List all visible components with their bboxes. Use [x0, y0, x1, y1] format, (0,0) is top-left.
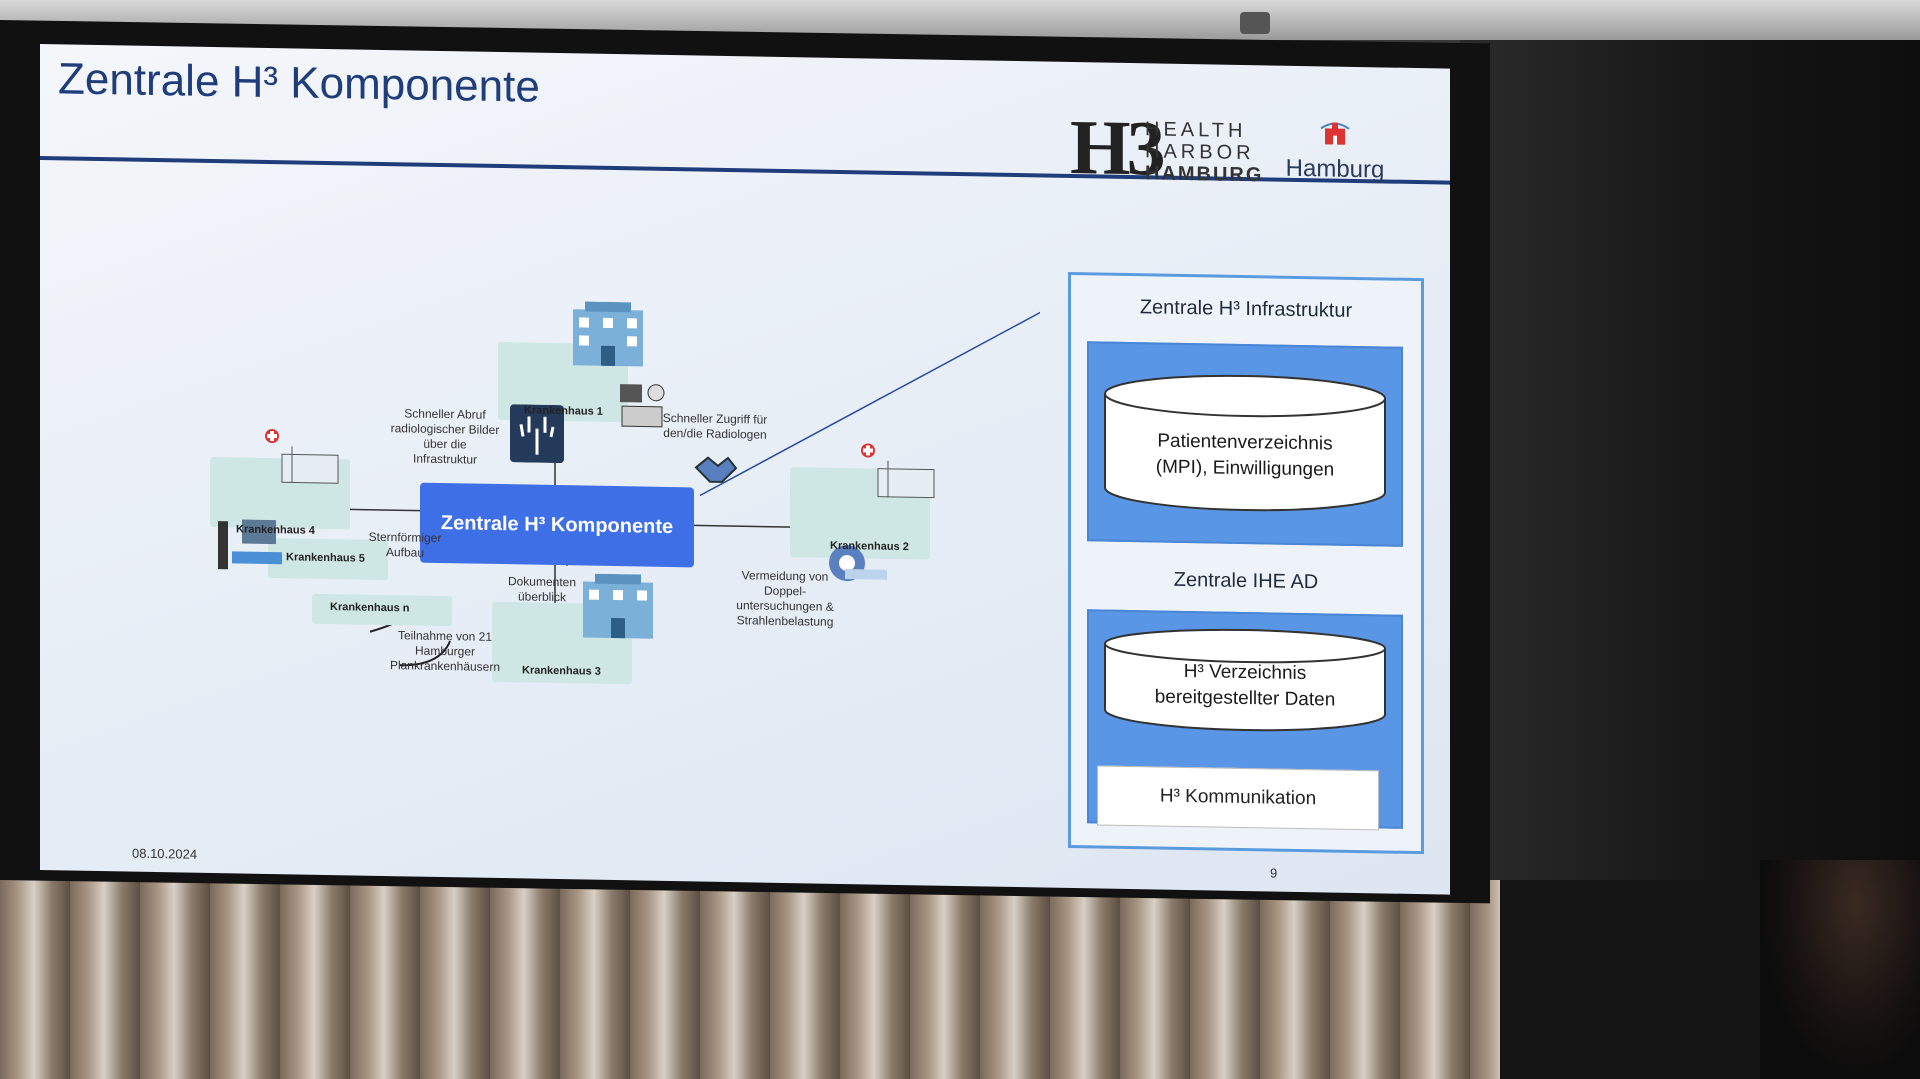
h3-logo-text: HEALTH HARBOR HAMBURG [1145, 118, 1263, 186]
central-component: Zentrale H³ Komponente [420, 482, 694, 568]
mri-scanner-icon [829, 545, 887, 582]
verzeichnis-label: H³ Verzeichnis bereitgestellter Daten [1154, 660, 1336, 711]
slide-page-number: 9 [1270, 865, 1278, 881]
slide: Zentrale H³ Komponente H3 HEALTH HARBOR … [40, 44, 1450, 895]
hamburg-logo: Hamburg [1265, 117, 1405, 184]
network-diagram: Zentrale H³ Komponente Krankenhaus 1 Kra… [40, 164, 1040, 861]
hospital-label-4: Krankenhaus 4 [236, 523, 315, 537]
logo-line-harbor: HARBOR [1145, 140, 1255, 165]
hospital-label-5: Krankenhaus 5 [286, 551, 365, 565]
note-teilnahme: Teilnahme von 21 Hamburger Plankrankenhä… [389, 628, 501, 675]
handshake-icon [694, 456, 738, 483]
hospital-building-icon [573, 301, 643, 367]
database-cylinder-icon [1104, 628, 1386, 732]
mpi-panel: Patientenverzeichnis (MPI), Einwilligung… [1087, 341, 1403, 547]
note-radiologenzugriff: Schneller Zugriff für den/die Radiologen [662, 410, 768, 442]
hospital-label-2: Krankenhaus 2 [830, 539, 909, 554]
note-dokumente: Dokumenten überblick [507, 574, 577, 605]
castle-icon [1320, 122, 1350, 145]
note-vermeidung: Vermeidung von Doppel- untersuchungen & … [736, 568, 834, 629]
city-name: Hamburg [1285, 154, 1385, 184]
note-bildabruf: Schneller Abruf radiologischer Bilder üb… [390, 406, 500, 467]
radiologist-icon [620, 384, 665, 428]
clinic-icon [861, 443, 935, 499]
ihe-panel: H³ Verzeichnis bereitgestellter Daten [1087, 609, 1403, 829]
slide-title: Zentrale H³ Komponente [58, 54, 540, 112]
hospital-label-n: Krankenhaus n [330, 601, 410, 615]
mpi-label: Patientenverzeichnis (MPI), Einwilligung… [1155, 430, 1335, 481]
logo-line-hamburg: HAMBURG [1145, 162, 1264, 187]
audience-member [1760, 860, 1920, 1079]
slide-date: 08.10.2024 [132, 845, 198, 862]
room-wall [1460, 40, 1920, 900]
infrastructure-box: Zentrale H³ Infrastruktur Patientenverze… [1068, 271, 1424, 855]
note-sternfoermig: Sternförmiger Aufbau [368, 529, 442, 560]
ceiling-fixture [1240, 12, 1270, 34]
hospital-building-icon [583, 573, 653, 639]
kommunikation-box: H³ Kommunikation [1097, 765, 1379, 831]
logo-line-health: HEALTH [1145, 118, 1247, 143]
clinic-icon [265, 429, 339, 484]
hospital-label-3: Krankenhaus 3 [522, 664, 601, 678]
ihe-title: Zentrale IHE AD [1173, 568, 1319, 594]
patient-monitor-icon [218, 519, 282, 570]
infrastructure-title: Zentrale H³ Infrastruktur [1139, 296, 1353, 322]
xray-hand-icon [510, 404, 564, 464]
database-cylinder-icon [1104, 374, 1386, 512]
hospital-label-1: Krankenhaus 1 [524, 404, 603, 418]
